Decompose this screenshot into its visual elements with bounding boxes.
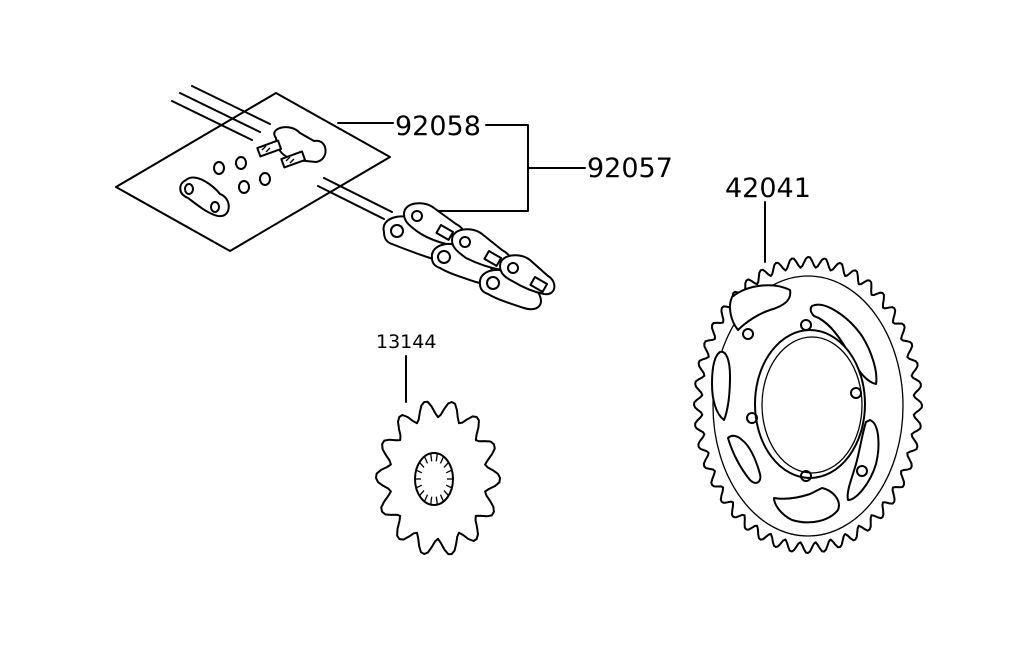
spline-tooth [423,456,429,464]
spline-tooth [418,490,425,497]
master-link [256,126,327,169]
spline-tooth [415,469,423,474]
side-plate [179,176,230,218]
spline-tooth [439,456,445,464]
chain-joint-inset[interactable] [115,85,393,252]
part-number-chain[interactable]: 92057 [587,153,673,184]
spline-tooth [439,494,445,502]
spline-tooth [423,494,429,502]
leader-lines-chain [337,122,586,212]
o-rings [213,156,271,194]
part-number-chain-joint[interactable]: 92058 [395,111,481,142]
spline-tooth [430,496,433,505]
spline-tooth [415,484,423,489]
spline-tooth [435,453,438,462]
spline-tooth [443,461,450,468]
drive-chain[interactable] [382,202,556,311]
spline-tooth [435,496,438,505]
part-number-front-sprocket[interactable]: 13144 [376,331,437,353]
front-sprocket[interactable] [375,355,501,556]
part-number-rear-sprocket[interactable]: 42041 [725,173,811,204]
spline-tooth [418,461,425,468]
spline-tooth [443,490,450,497]
rear-sprocket[interactable] [693,201,923,554]
spline-tooth [430,453,433,462]
spline-tooth [445,484,453,489]
spline-tooth [445,469,453,474]
